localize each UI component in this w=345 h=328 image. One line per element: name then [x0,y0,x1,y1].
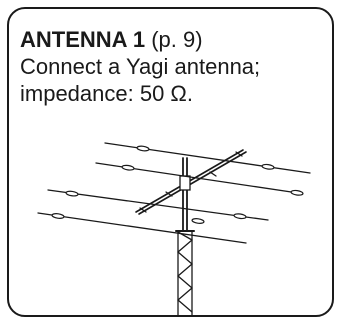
mast-clamp [180,176,190,190]
element-insulators [52,145,303,224]
mast [183,158,187,231]
lattice-tower [176,231,194,316]
